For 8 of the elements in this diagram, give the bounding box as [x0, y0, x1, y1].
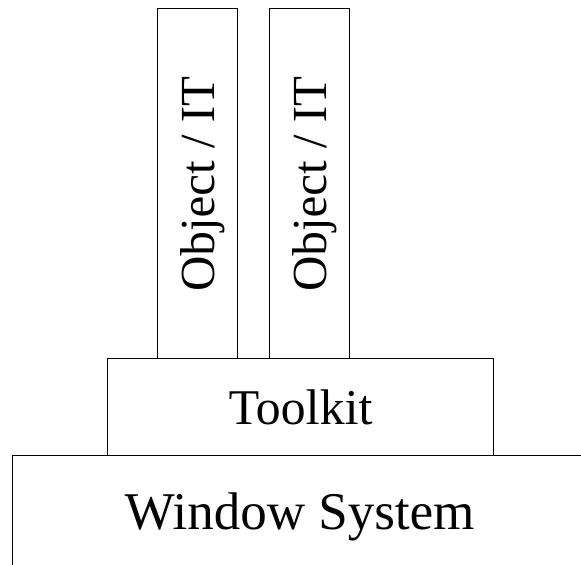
- base-layer-box: [12, 455, 581, 565]
- layer-label: Toolkit: [228, 382, 372, 432]
- layer-label: Window System: [124, 486, 474, 539]
- layer-label: Object / IT: [285, 76, 334, 291]
- stack-layer-box: [157, 8, 238, 359]
- stack-layer-box: [107, 358, 494, 456]
- layer-label: Object / IT: [173, 76, 222, 291]
- stack-layer-box: [269, 8, 350, 359]
